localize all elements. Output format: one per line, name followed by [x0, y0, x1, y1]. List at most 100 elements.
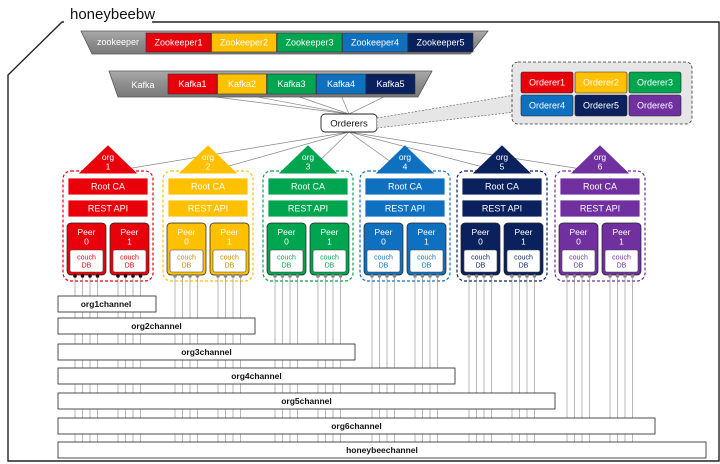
- peer-pin: [510, 274, 514, 278]
- orderer-node: [628, 94, 682, 117]
- orderer-node-label: Orderer5: [583, 101, 619, 111]
- kafka-node: [365, 73, 416, 95]
- channel-bar: [57, 417, 656, 435]
- rest-api-box: [364, 199, 446, 218]
- orderer-node: [520, 94, 574, 117]
- orderers-label: Orderers: [330, 118, 368, 129]
- org-container: [456, 170, 548, 282]
- org-container: [554, 170, 646, 282]
- peer-pin: [615, 274, 620, 278]
- peer-pin: [532, 274, 537, 278]
- peer-pin: [138, 274, 143, 278]
- peer-pin: [95, 274, 100, 278]
- zookeeper-node-label: Zookeeper1: [154, 38, 202, 48]
- peer-pin: [295, 274, 300, 278]
- kafka-node-label: Kafka1: [178, 79, 206, 89]
- channel-label: org1channel: [81, 299, 132, 309]
- diagram-title: honeybeebw: [70, 6, 155, 23]
- org-container: [262, 170, 354, 282]
- peer-pin: [280, 274, 285, 278]
- peer-pin: [474, 274, 479, 278]
- peer-pin: [517, 274, 522, 278]
- orderer-node-label: Orderer6: [637, 101, 673, 111]
- channel-bar: [57, 317, 256, 335]
- peer-pin: [316, 274, 320, 278]
- couchdb-box: [112, 249, 147, 273]
- peer-pin: [331, 274, 335, 278]
- channel-label: org2channel: [131, 321, 182, 331]
- peer-pin: [223, 274, 228, 278]
- couchdb-box: [409, 249, 444, 273]
- kafka-node-label: Kafka4: [327, 79, 355, 89]
- rest-api-label: REST API: [580, 204, 620, 214]
- orderer-node-label: Orderer4: [529, 101, 565, 111]
- couchdb-box: [463, 249, 498, 273]
- peer-pin: [238, 274, 243, 278]
- peer-pin: [630, 274, 635, 278]
- zookeeper-node: [276, 32, 343, 53]
- orderer-node: [574, 94, 628, 117]
- peer-pin: [608, 274, 612, 278]
- peer-pin: [370, 274, 374, 278]
- couchdb-box: [69, 249, 104, 273]
- zookeeper-node: [145, 32, 212, 53]
- couchdb-box: [561, 249, 596, 273]
- rest-api-box: [67, 199, 149, 218]
- zookeeper-node-label: Zookeeper5: [416, 38, 464, 48]
- peer-pin: [195, 274, 200, 278]
- root-ca-label: Root CA: [291, 182, 325, 192]
- peer-pin: [377, 274, 382, 278]
- zookeeper-node-label: Zookeeper3: [285, 38, 333, 48]
- orderer-node-label: Orderer1: [529, 78, 565, 88]
- peer-pin: [131, 274, 135, 278]
- channel-label: honeybeechannel: [346, 445, 418, 455]
- orderer-org-link: [348, 131, 601, 173]
- peer-pin: [116, 274, 120, 278]
- couchdb-box: [169, 249, 204, 273]
- peer-pin: [80, 274, 85, 278]
- peer-pin: [482, 274, 486, 278]
- peer-pin: [428, 274, 432, 278]
- channel-bar: [57, 343, 356, 361]
- channel-bar: [57, 295, 157, 313]
- kafka-node: [167, 73, 218, 95]
- couchdb-box: [366, 249, 401, 273]
- root-ca-label: Root CA: [583, 182, 617, 192]
- root-ca-label: Root CA: [191, 182, 225, 192]
- org-triangle: [472, 145, 532, 174]
- outer-frame: [7, 21, 720, 462]
- peer-pin: [88, 274, 92, 278]
- rest-api-box: [267, 199, 349, 218]
- couchdb-box: [212, 249, 247, 273]
- orderer-node: [628, 71, 682, 94]
- rest-api-label: REST API: [482, 204, 522, 214]
- peer-pin: [489, 274, 494, 278]
- peer-pin: [435, 274, 440, 278]
- peer-pin: [392, 274, 397, 278]
- zookeeper-node: [342, 32, 408, 53]
- zookeeper-label: zookeeper: [97, 37, 139, 47]
